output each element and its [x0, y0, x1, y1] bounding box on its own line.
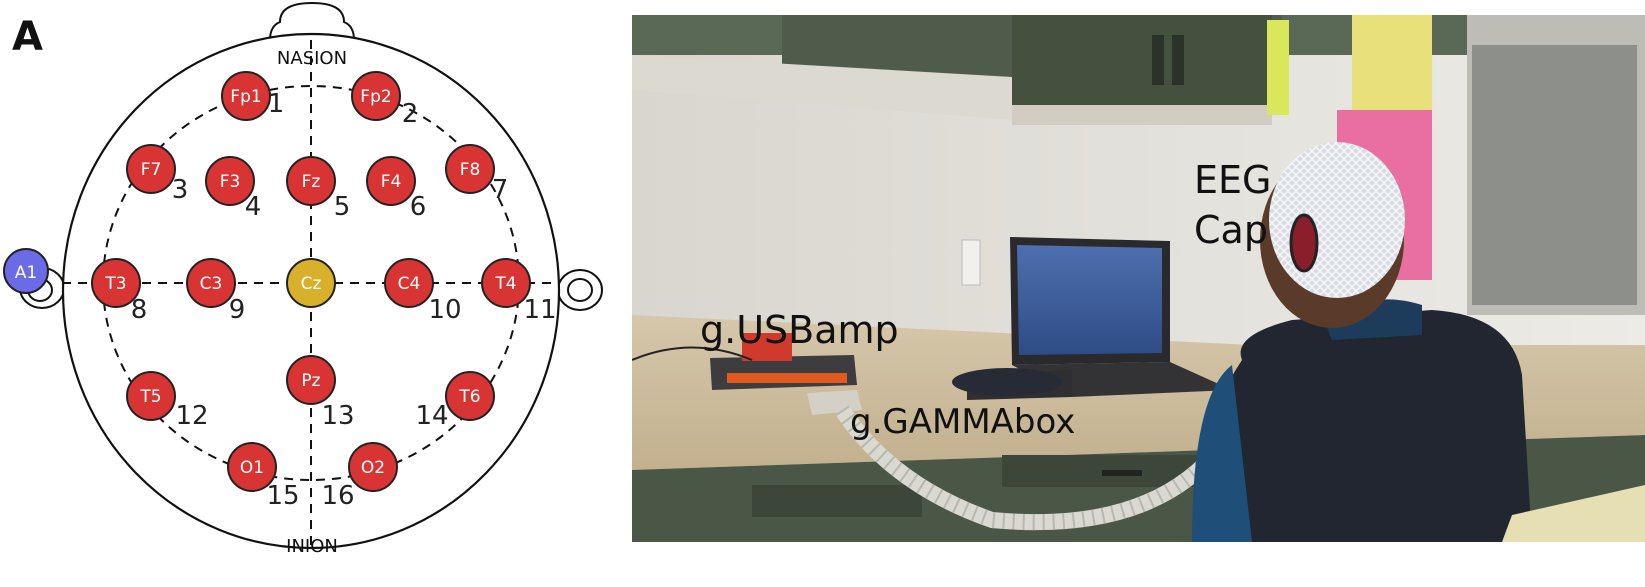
electrode-f4: F4 6 [366, 156, 427, 222]
electrode-marker [445, 144, 495, 194]
setup-photo: EEG Cap g.USBamp g.GAMMAbox [631, 15, 1645, 542]
electrode-number: 5 [334, 192, 351, 222]
electrode-fp2: Fp2 2 [351, 71, 419, 129]
head-diagram: NASION INION A1 Fp1 1 Fp2 2F7 3 F34 Fz 5 F4 6 F8 7T… [3, 1, 603, 557]
electrode-label: F7 [141, 160, 162, 180]
chair [1502, 485, 1645, 542]
electrode-f7: F7 3 [126, 144, 189, 205]
electrode-label: Fz [302, 172, 321, 192]
electrode-o2: O2 16 [321, 442, 398, 511]
sticky-notes [1267, 20, 1289, 115]
electrode-marker [351, 71, 401, 121]
electrode-label: Pz [301, 371, 320, 391]
electrode-label: T6 [458, 387, 480, 407]
electrode-marker [348, 442, 398, 492]
electrode-number: 12 [175, 401, 208, 431]
right-ear-shape [557, 269, 603, 311]
gammabox-label: g.GAMMAbox [850, 402, 1075, 442]
electrode-label: Cz [301, 274, 322, 294]
usbamp-label: g.USBamp [700, 308, 899, 352]
electrode-number: 13 [321, 401, 354, 431]
cable [631, 346, 753, 361]
electrode-marker [384, 258, 434, 308]
panel-letter-a: A [12, 14, 43, 60]
electrode-c3: C3 9 [186, 258, 246, 325]
ear-reference-label: A1 [15, 263, 37, 283]
desk-drawer [752, 485, 922, 517]
electrode-label: T5 [139, 387, 161, 407]
nose-shape [268, 1, 356, 41]
person-with-eeg-cap [1192, 142, 1532, 542]
electrode-number: 9 [229, 295, 246, 325]
electrode-marker [91, 258, 141, 308]
electrode-label: C3 [200, 274, 223, 294]
electrode-marker [366, 156, 416, 206]
cabinet-glass [1472, 45, 1637, 305]
electrode-f8: F8 7 [445, 144, 509, 205]
electrode-marker [186, 258, 236, 308]
electrode-label: Fp2 [360, 87, 391, 107]
electrode-t4: T4 11 [481, 258, 557, 325]
electrode-number: 8 [131, 295, 148, 325]
electrode-marker [205, 156, 255, 206]
nasion-label: NASION [277, 48, 347, 69]
electrode-marker [286, 156, 336, 206]
electrode-label: Fp1 [230, 87, 261, 107]
electrode-fz: Fz 5 [286, 156, 351, 222]
electrode-marker [126, 371, 176, 421]
electrode-marker [445, 371, 495, 421]
drawer-handle [1102, 470, 1142, 476]
electrode-marker [221, 71, 271, 121]
electrode-label: F3 [220, 172, 241, 192]
electrode-number: 2 [402, 99, 419, 129]
electrode-number: 7 [492, 175, 509, 205]
electrode-label: F8 [460, 160, 481, 180]
electrode-number: 3 [172, 175, 189, 205]
electrode-t5: T5 12 [126, 371, 209, 431]
electrode-marker [286, 258, 336, 308]
electrode-label: T4 [494, 274, 516, 294]
electrode-number: 6 [410, 192, 427, 222]
usbamp-device [710, 333, 857, 390]
ear-reference-electrode: A1 [3, 248, 49, 294]
electrode-marker [286, 355, 336, 405]
electrode-label: T3 [104, 274, 126, 294]
electrode-c4: C4 10 [384, 258, 462, 325]
setup-photo-drawing: EEG Cap g.USBamp g.GAMMAbox [631, 15, 1645, 542]
electrode-number: 14 [415, 401, 448, 431]
electrode-marker [481, 258, 531, 308]
electrode-number: 4 [245, 192, 262, 222]
electrode-t6: T6 14 [415, 371, 495, 431]
electrode-fp1: Fp1 1 [221, 71, 285, 121]
wall-outlet [961, 239, 981, 286]
electrode-number: 10 [428, 295, 461, 325]
electrode-number: 15 [266, 481, 299, 511]
mouse-pad-device [952, 368, 1062, 396]
electrode-number: 1 [268, 89, 285, 119]
electrode-label: O2 [361, 458, 385, 478]
inion-label: INION [286, 536, 338, 557]
yellow-notice [1352, 15, 1432, 115]
electrode-label: O1 [240, 458, 264, 478]
electrode-label: F4 [381, 172, 402, 192]
electrode-t3: T38 [91, 258, 148, 325]
electrode-number: 11 [523, 295, 556, 325]
electrode-number: 16 [321, 481, 354, 511]
electrode-label: C4 [398, 274, 421, 294]
electrode-cz: Cz [286, 258, 336, 308]
eeg-cap-label-line1: EEG [1194, 158, 1271, 202]
eeg-cap-label-line2: Cap [1194, 208, 1268, 252]
electrode-marker [126, 144, 176, 194]
electrode-marker [227, 442, 277, 492]
electrode-f3: F34 [205, 156, 262, 222]
